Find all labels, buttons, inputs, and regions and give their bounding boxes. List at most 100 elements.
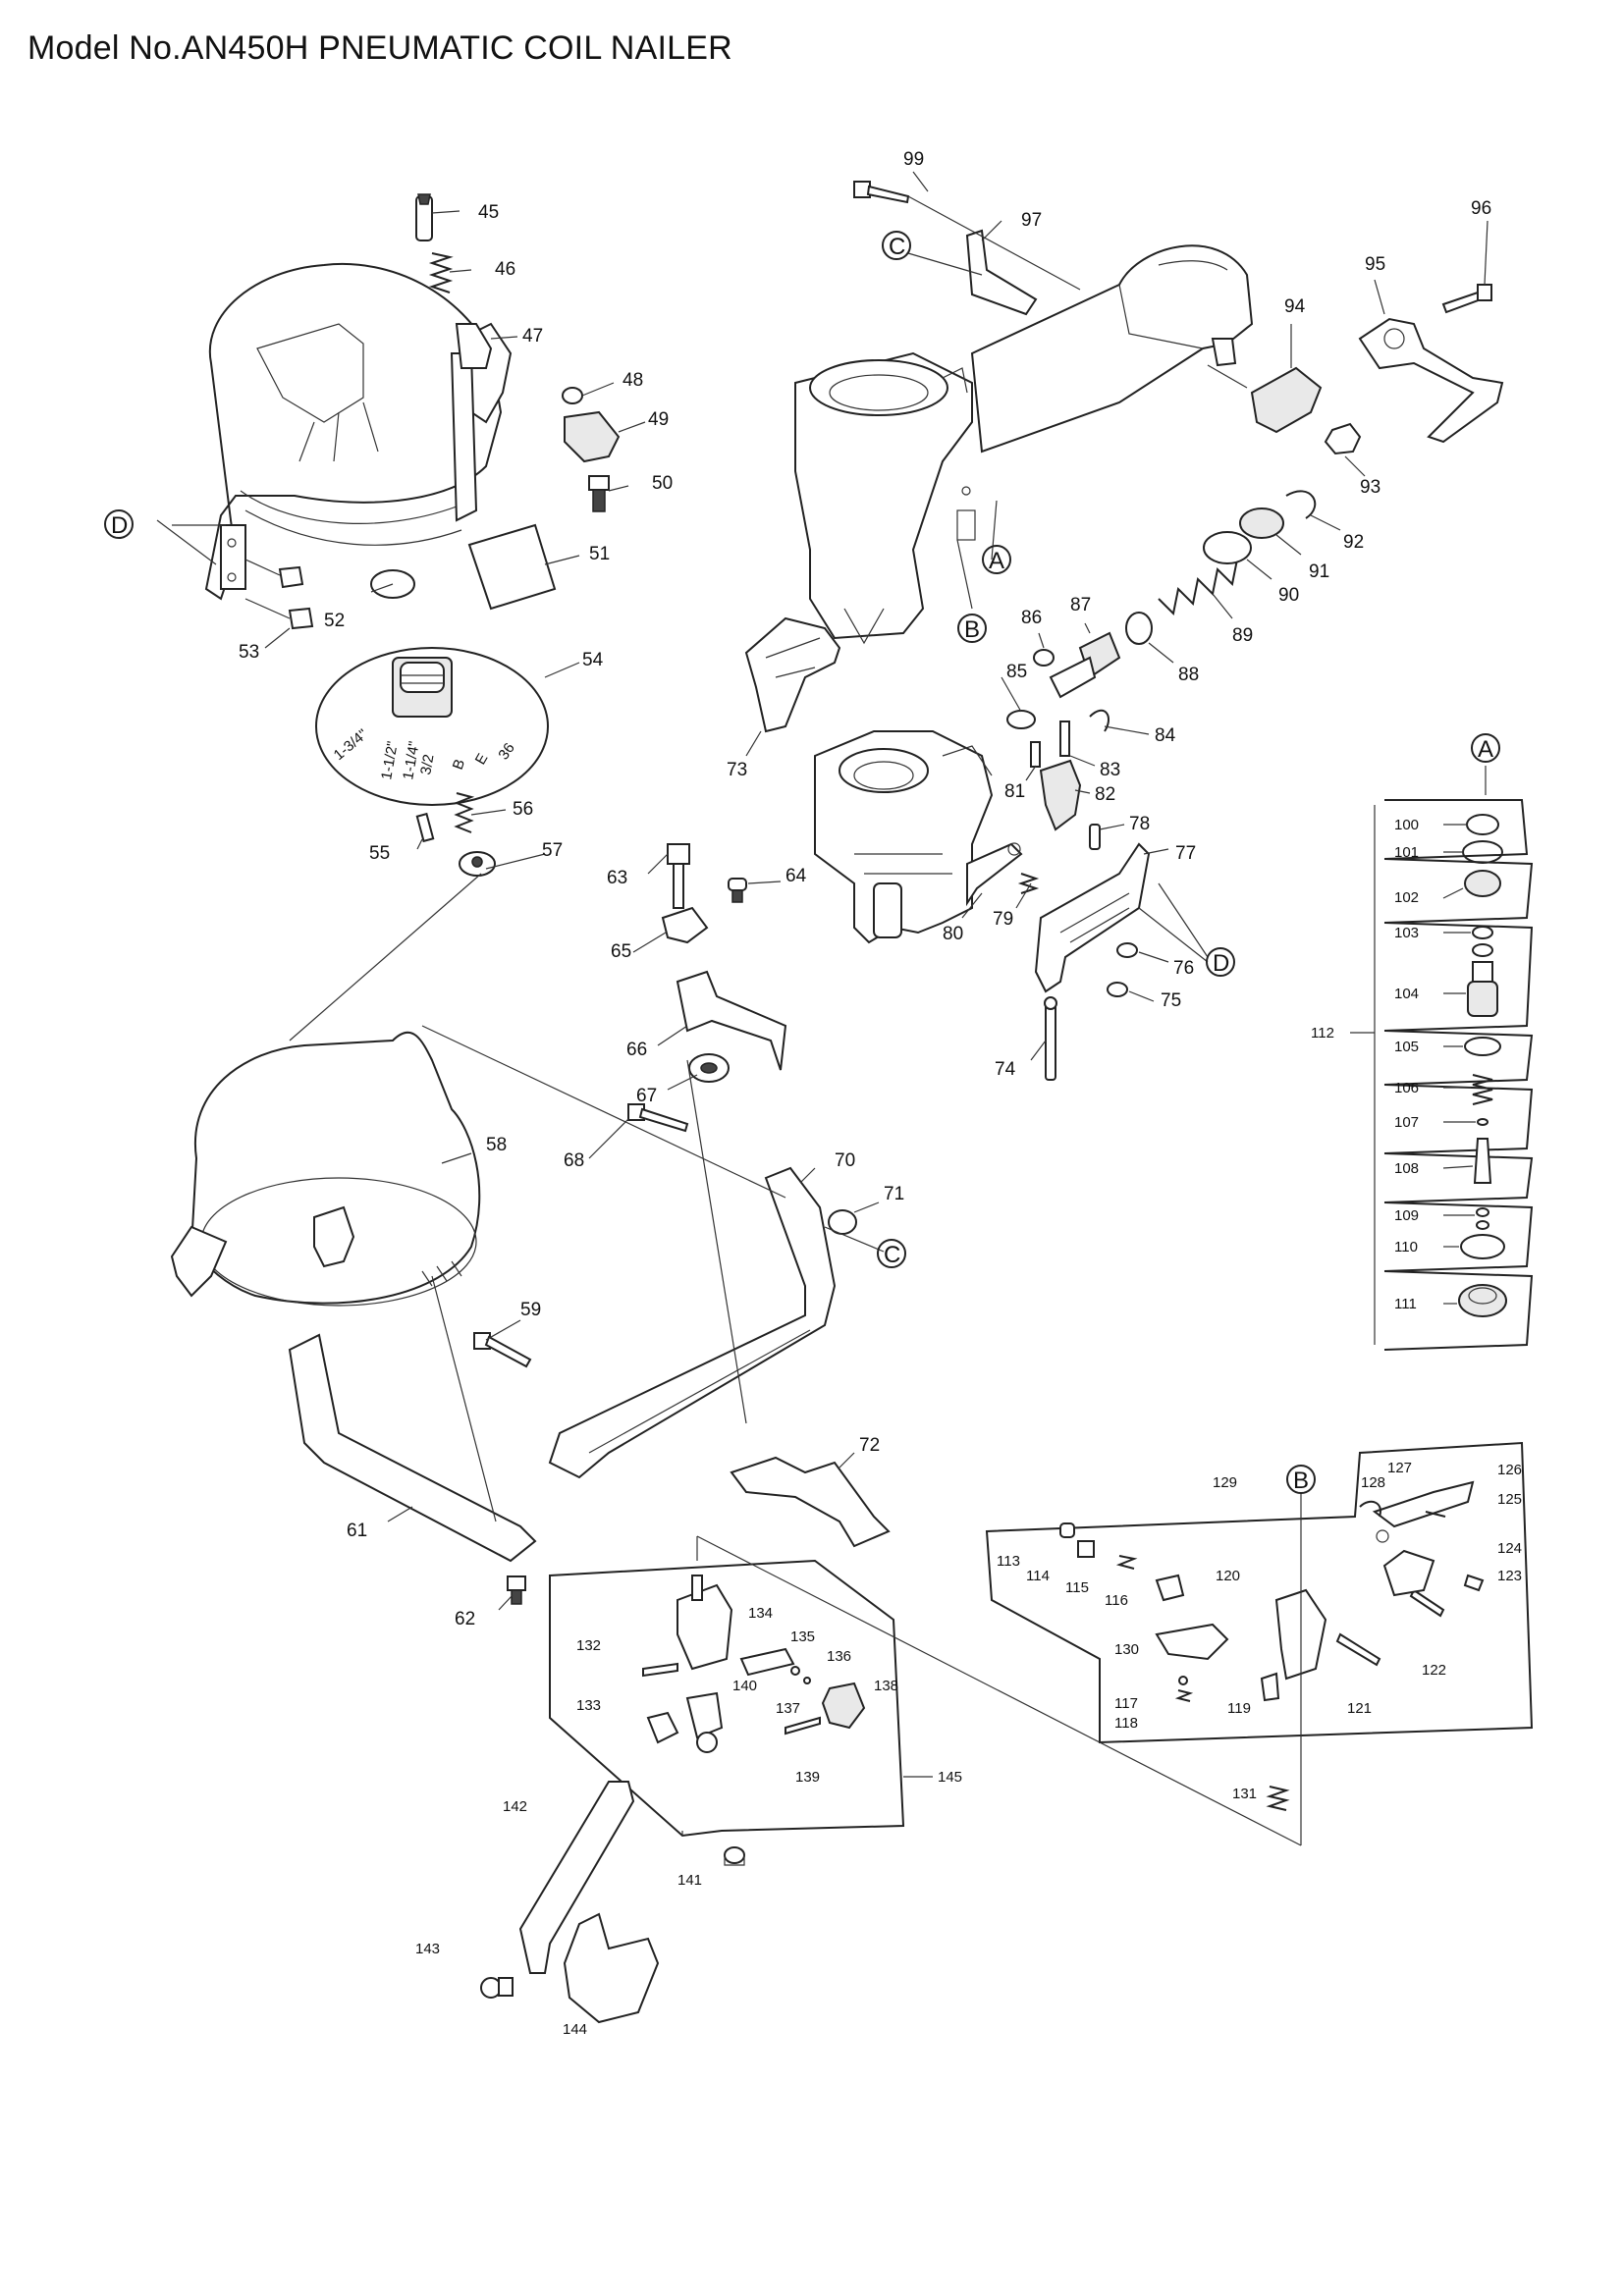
page-title: Model No.AN450H PNEUMATIC COIL NAILER [27, 29, 732, 67]
part-68-screw [627, 1103, 689, 1133]
part-70-arm [548, 1166, 837, 1479]
label-142: 142 [503, 1798, 527, 1815]
ref-circle-d-right: D [1213, 950, 1229, 977]
dial-text-7: 36 [495, 740, 517, 763]
dial-text-2: 1-1/2" [378, 740, 402, 781]
label-116: 116 [1105, 1592, 1128, 1609]
label-122: 122 [1422, 1662, 1446, 1679]
part-94-pivot [1250, 366, 1323, 434]
label-141: 141 [677, 1872, 702, 1889]
label-110: 110 [1394, 1239, 1418, 1255]
label-94: 94 [1284, 296, 1306, 317]
label-61: 61 [347, 1521, 367, 1541]
label-96: 96 [1471, 198, 1491, 219]
part-77-trigger-housing [1034, 842, 1151, 993]
part-72-plate [730, 1456, 891, 1548]
label-63: 63 [607, 868, 627, 888]
leader-lines [156, 171, 1489, 1846]
part-73-guard [744, 616, 841, 733]
label-55: 55 [369, 843, 390, 864]
label-67: 67 [636, 1086, 657, 1106]
part-80-trigger [966, 842, 1023, 907]
label-87: 87 [1070, 595, 1091, 615]
label-103: 103 [1394, 925, 1419, 941]
label-106: 106 [1394, 1080, 1419, 1096]
part-93-nut [1324, 422, 1362, 455]
part-47-bracket [455, 323, 493, 369]
label-127: 127 [1387, 1460, 1412, 1476]
part-54-dial: 1-3/4" 1-1/2" 1-1/4" 3/2 B E 36 [315, 647, 549, 806]
part-87-valve-stem [1049, 631, 1121, 699]
label-79: 79 [993, 909, 1013, 930]
sub-assembly-129 [985, 1441, 1534, 1811]
label-114: 114 [1026, 1568, 1050, 1584]
label-64: 64 [785, 866, 807, 886]
label-52: 52 [324, 611, 345, 631]
label-74: 74 [995, 1059, 1016, 1080]
label-68: 68 [564, 1150, 584, 1171]
label-71: 71 [884, 1184, 904, 1204]
part-58-canister [170, 1031, 481, 1307]
label-128: 128 [1361, 1474, 1385, 1491]
label-125: 125 [1497, 1491, 1522, 1508]
label-72: 72 [859, 1435, 880, 1456]
nailer-body [794, 244, 1254, 645]
ref-circle-d-left: D [111, 512, 128, 539]
label-51: 51 [589, 544, 610, 564]
lower-body [814, 730, 994, 944]
label-132: 132 [576, 1637, 601, 1654]
reference-circles: D C A B D C A B [104, 231, 1500, 1494]
label-139: 139 [795, 1769, 820, 1786]
part-83-pin [1059, 721, 1070, 757]
ref-circle-b-body: B [964, 616, 980, 643]
label-56: 56 [513, 799, 533, 820]
label-115: 115 [1065, 1579, 1089, 1596]
label-137: 137 [776, 1700, 800, 1717]
ref-circle-a-body: A [989, 548, 1004, 574]
label-119: 119 [1227, 1700, 1251, 1717]
label-130: 130 [1114, 1641, 1139, 1658]
label-108: 108 [1394, 1160, 1419, 1177]
label-48: 48 [623, 370, 643, 391]
part-143-screw [480, 1977, 514, 1999]
label-66: 66 [626, 1040, 647, 1060]
part-55-key [415, 812, 435, 843]
label-81: 81 [1004, 781, 1025, 802]
label-54: 54 [582, 650, 604, 670]
label-86: 86 [1021, 608, 1042, 628]
part-92-snap-ring [1285, 490, 1317, 519]
label-58: 58 [486, 1135, 507, 1155]
part-141-nut [724, 1846, 745, 1866]
label-91: 91 [1309, 561, 1329, 582]
label-102: 102 [1394, 889, 1419, 906]
label-97: 97 [1021, 210, 1042, 231]
part-97-bracket [965, 229, 1038, 316]
label-121: 121 [1347, 1700, 1372, 1717]
label-129: 129 [1213, 1474, 1237, 1491]
magazine-cover-assembly [204, 263, 513, 601]
label-131: 131 [1232, 1786, 1257, 1802]
ref-circle-c-bottom: C [884, 1242, 900, 1268]
part-96-screw [1441, 284, 1492, 314]
ref-circle-c-top: C [889, 234, 905, 260]
part-88-o-ring [1125, 612, 1153, 645]
label-65: 65 [611, 941, 631, 962]
label-136: 136 [827, 1648, 851, 1665]
part-46-spring [428, 252, 454, 294]
part-78-pin [1089, 824, 1101, 850]
label-109: 109 [1394, 1207, 1419, 1224]
part-85-o-ring [1006, 710, 1036, 729]
label-76: 76 [1173, 958, 1194, 979]
label-50: 50 [652, 473, 673, 494]
part-49-latch [564, 410, 621, 463]
part-76-washer [1116, 942, 1138, 958]
label-90: 90 [1278, 585, 1299, 606]
part-144-foot [563, 1912, 660, 2024]
ref-circle-a-kit: A [1478, 736, 1493, 763]
part-81-pin [1030, 741, 1041, 768]
part-99-screw [853, 181, 910, 204]
label-80: 80 [943, 924, 963, 944]
label-93: 93 [1360, 477, 1380, 498]
label-82: 82 [1095, 784, 1115, 805]
label-140: 140 [732, 1678, 757, 1694]
